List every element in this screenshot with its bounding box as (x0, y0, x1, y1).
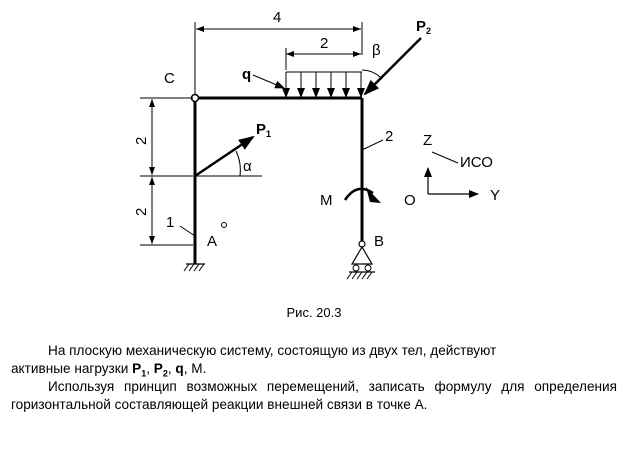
P2-label: P2 (416, 18, 431, 36)
dimension-left: 2 2 (133, 97, 193, 246)
frame-structure: C (164, 70, 364, 264)
alpha-label: α (243, 158, 252, 175)
axis-Z-label: Z (423, 132, 432, 149)
dim-q-label: 2 (320, 35, 328, 52)
body-1-label: 1 (166, 214, 174, 231)
frame-ISO-label: ИСО (460, 154, 493, 171)
support-B: B (346, 233, 384, 280)
q-inline: q (175, 361, 184, 376)
M-label: M (320, 192, 333, 209)
mechanism-figure: 4 2 q C 2 2 P1 (133, 9, 500, 280)
point-A-marker (221, 222, 227, 228)
paragraph-1-line-2: активные нагрузки P1, P2, q, М. (11, 361, 207, 379)
force-P2: P2 β (361, 18, 431, 96)
dimension-top: 4 (194, 9, 363, 98)
axis-Y-label: Y (490, 187, 500, 204)
figure-caption: Рис. 20.3 (286, 305, 342, 320)
paragraph-1-line-1: На плоскую механическую систему, состоящ… (48, 343, 497, 358)
dim-left-upper-label: 2 (133, 137, 150, 145)
label-C: C (164, 70, 175, 87)
P1-inline: P1 (132, 361, 147, 379)
P1-label: P1 (256, 121, 271, 139)
body-2-label: 2 (385, 128, 393, 145)
P2-inline: P2 (153, 361, 168, 379)
dim-left-lower-label: 2 (133, 208, 150, 216)
paragraph-2: Используя принцип возможных перемещений,… (11, 379, 617, 412)
paragraph-1: На плоскую механическую систему, состоящ… (11, 342, 617, 383)
dimension-q: 2 (285, 35, 361, 70)
dim-top-label: 4 (273, 9, 281, 26)
moment-M: M (320, 187, 381, 209)
beta-label: β (372, 42, 381, 59)
coordinate-frame: Z Y O ИСО (404, 132, 500, 209)
q-label: q (242, 66, 251, 83)
force-P1: P1 α (194, 121, 271, 178)
support-A: A (183, 222, 227, 272)
distributed-load-q: q (242, 66, 365, 98)
label-B: B (374, 233, 384, 250)
body-labels: 2 1 (166, 128, 393, 237)
label-A: A (207, 233, 217, 250)
origin-O-label: O (404, 192, 416, 209)
